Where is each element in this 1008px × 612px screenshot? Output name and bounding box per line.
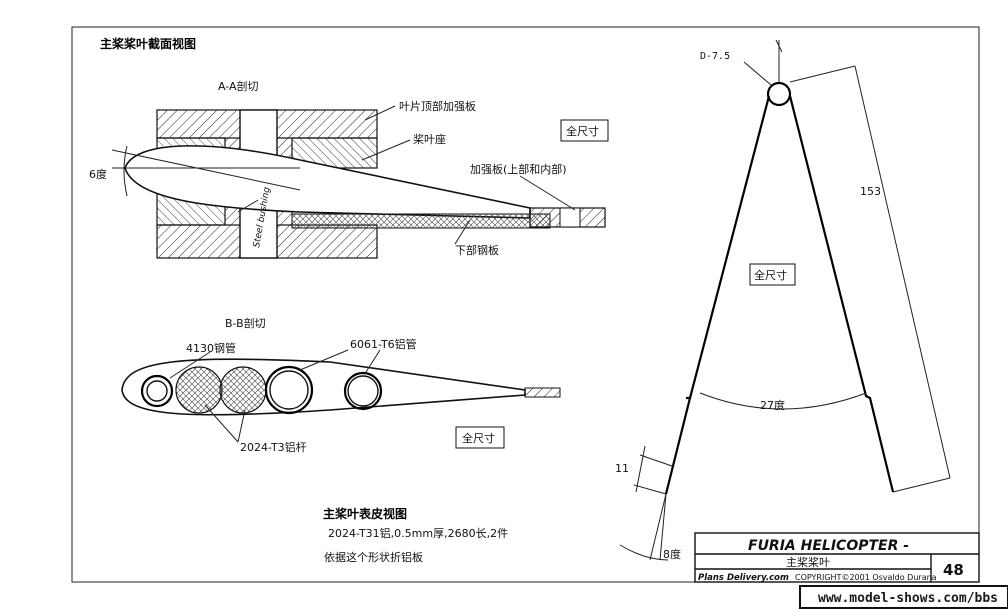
skin-note: 依据这个形状折铝板 bbox=[324, 550, 423, 564]
title-block bbox=[694, 532, 980, 583]
label-angle-8: 8度 bbox=[663, 547, 681, 561]
title-block-page: 48 bbox=[943, 561, 964, 579]
label-blade-grip: 桨叶座 bbox=[413, 132, 446, 146]
scale-badge-plan: 全尺寸 bbox=[749, 263, 796, 286]
label-diameter: D-7.5 bbox=[700, 51, 730, 62]
label-steel-tube: 4130钢管 bbox=[186, 341, 236, 355]
skin-title: 主桨叶表皮视图 bbox=[323, 506, 407, 521]
section-a-title: A-A剖切 bbox=[218, 79, 259, 93]
label-angle-27: 27度 bbox=[760, 398, 785, 412]
label-length-153: 153 bbox=[860, 185, 881, 198]
label-alu-tube: 6061-T6铝管 bbox=[350, 337, 417, 351]
label-bottom-plate: 下部钢板 bbox=[455, 243, 499, 257]
scale-badge-a: 全尺寸 bbox=[560, 119, 609, 142]
sheet-border bbox=[71, 26, 980, 583]
label-dim-11: 11 bbox=[615, 462, 629, 475]
scale-badge-a-text: 全尺寸 bbox=[566, 124, 599, 138]
watermark-text: www.model-shows.com/bbs bbox=[818, 591, 998, 606]
label-reinforce: 加强板(上部和内部) bbox=[470, 162, 567, 176]
label-alu-rod: 2024-T3铝杆 bbox=[240, 440, 307, 454]
section-b-title: B-B剖切 bbox=[225, 316, 266, 330]
title-block-title: FURIA HELICOPTER - bbox=[748, 538, 909, 554]
scale-badge-b-text: 全尺寸 bbox=[462, 431, 495, 445]
scale-badge-b: 全尺寸 bbox=[455, 426, 505, 449]
title-block-copyright: COPYRIGHT©2001 Osvaldo Durana bbox=[795, 573, 937, 582]
title-block-publisher: Plans Delivery.com bbox=[698, 573, 789, 583]
main-title: 主桨桨叶截面视图 bbox=[100, 36, 196, 51]
label-top-plate: 叶片顶部加强板 bbox=[399, 99, 476, 113]
scale-badge-plan-text: 全尺寸 bbox=[754, 268, 787, 282]
skin-spec: 2024-T31铝,0.5mm厚,2680长,2件 bbox=[328, 526, 508, 540]
plan-view-drawing bbox=[619, 39, 951, 561]
label-angle-6: 6度 bbox=[89, 167, 107, 181]
title-block-part: 主桨桨叶 bbox=[786, 555, 830, 569]
section-b-drawing bbox=[121, 349, 561, 443]
section-a-drawing bbox=[111, 105, 606, 259]
watermark: www.model-shows.com/bbs bbox=[799, 585, 1008, 609]
